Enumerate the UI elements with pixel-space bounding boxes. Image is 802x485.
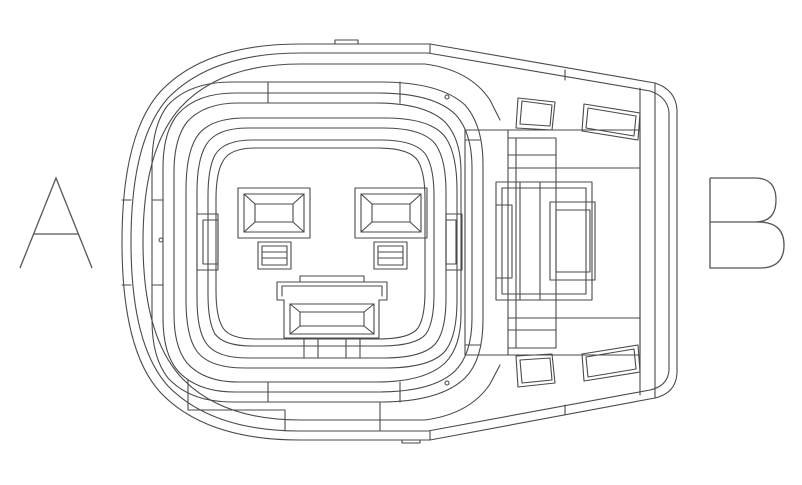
seal-rings (151, 81, 484, 432)
pin-label-a: A (56, 267, 57, 268)
keying-slot (276, 275, 388, 359)
pin-label-a-glyph (19, 176, 93, 269)
terminal-cavity-1 (237, 187, 311, 239)
terminal-cavity-2 (354, 187, 428, 239)
inner-cavity (185, 117, 463, 369)
latch-tab-lower (515, 344, 641, 388)
pin-label-b-glyph (709, 177, 785, 269)
terminal-lock-2 (373, 241, 408, 270)
terminal-lock-1 (257, 241, 292, 270)
outer-housing (121, 39, 678, 444)
latch-tab-upper (515, 97, 641, 141)
locking-latch (464, 129, 641, 356)
